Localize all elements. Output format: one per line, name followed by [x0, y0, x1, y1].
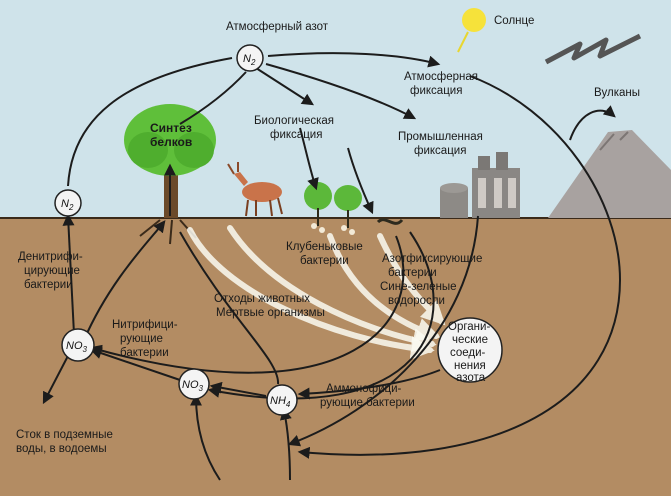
- biological-fixation-label-2: фиксация: [270, 129, 322, 141]
- svg-text:NO3: NO3: [182, 379, 204, 393]
- svg-text:NO3: NO3: [66, 340, 88, 354]
- atmospheric-fixation-label-2: фиксация: [410, 85, 462, 97]
- organic-label-2: ческие: [452, 334, 488, 346]
- protein-synthesis-label-2: белков: [150, 135, 192, 149]
- denitrifying-label-1: Денитрифи-: [18, 251, 83, 263]
- industrial-fixation-label-2: фиксация: [414, 145, 466, 157]
- node-nh4: NH4: [266, 384, 298, 416]
- atmospheric-nitrogen-label: Атмосферный азот: [226, 21, 329, 33]
- arrow-atmospheric-fixation-down: [297, 75, 622, 459]
- arrow-n2-industrial: [265, 63, 417, 120]
- arrow-industrial-down: [287, 215, 479, 447]
- arrow-n2-down-left: [67, 57, 233, 187]
- denitrifying-label-2: цирующие: [24, 265, 80, 277]
- animal-waste-label-2: Мертвые организмы: [216, 307, 325, 319]
- arrow-nodules-to-tree-root: [179, 231, 280, 385]
- organic-label-4: нения: [454, 360, 486, 372]
- sun-label: Солнце: [494, 15, 534, 27]
- arrow-bottom-loop-2: [279, 407, 292, 481]
- arrow-n2-biological-2: [179, 71, 247, 125]
- volcanoes-label: Вулканы: [594, 87, 640, 99]
- nodule-bacteria-label-2: бактерии: [300, 255, 349, 267]
- nitrogen-fixing-label-1: Азотфиксирующие: [382, 253, 482, 265]
- ammonifying-label-2: рующие бактерии: [320, 397, 415, 409]
- runoff-label-2: воды, в водоемы: [16, 443, 107, 455]
- arrow-no3-left-to-n2: [62, 213, 75, 335]
- node-no3-left: NO3: [61, 328, 95, 362]
- organic-label-5: азота: [456, 372, 486, 384]
- runoff-label-1: Сток в подземные: [16, 429, 113, 441]
- industrial-fixation-label-1: Промышленная: [398, 131, 483, 143]
- sun-icon: [457, 8, 486, 53]
- nitrogen-fixing-label-4: водоросли: [388, 295, 445, 307]
- arrow-n2-biological-1: [255, 67, 315, 106]
- algae-icon: [376, 218, 404, 225]
- arrow-biological-to-nodules: [347, 147, 374, 215]
- nodule-bacteria-label-1: Клубеньковые: [286, 241, 363, 253]
- arrow-no3-mid-to-no3-left: [89, 347, 181, 381]
- factory-icon: [440, 152, 520, 218]
- ammonifying-label-1: Аммонофици-: [326, 383, 402, 395]
- atmospheric-fixation-label-1: Атмосферная: [404, 71, 478, 83]
- node-organic-nitrogen: [437, 317, 503, 383]
- svg-text:N2: N2: [243, 53, 256, 67]
- biological-fixation-label-1: Биологическая: [254, 115, 334, 127]
- nitrogen-fixing-label-3: Сине-зеленые: [380, 281, 457, 293]
- arrow-volcano-arc: [569, 105, 616, 141]
- node-n2-top: N2: [236, 44, 264, 72]
- waste-stream-4: [377, 233, 446, 326]
- lightning-icon: [544, 33, 642, 65]
- arrow-nh4-to-no3-mid: [209, 381, 267, 397]
- waste-stream-3: [327, 233, 441, 342]
- waste-stream-1: [187, 227, 435, 361]
- sky: [0, 0, 671, 218]
- nitrifying-label-2: рующие: [120, 333, 163, 345]
- nitrifying-label-3: бактерии: [120, 347, 169, 359]
- organic-label-1: Органи-: [448, 321, 490, 333]
- arrow-nodules-curve: [89, 235, 405, 374]
- svg-text:NH4: NH4: [270, 395, 291, 409]
- animal-waste-label-1: Отходы животных: [214, 293, 310, 305]
- denitrifying-label-3: бактерии: [24, 279, 73, 291]
- arrow-n2-atmospheric: [267, 52, 441, 68]
- node-n2-left: N2: [54, 189, 82, 217]
- volcano-icon: [548, 130, 671, 218]
- nitrogen-fixing-label-2: бактерии: [388, 267, 437, 279]
- nitrifying-label-1: Нитрифици-: [112, 319, 178, 331]
- arrow-no3-left-to-runoff: [42, 351, 71, 405]
- arrow-bottom-loop-1: [190, 393, 221, 481]
- waste-stream-2: [227, 225, 437, 353]
- svg-text:N2: N2: [61, 198, 74, 212]
- arrow-biological-to-plants: [299, 127, 319, 191]
- protein-synthesis-label-1: Синтез: [150, 121, 192, 135]
- arrow-no3-to-tree: [83, 220, 166, 341]
- organic-label-3: соеди-: [450, 347, 486, 359]
- arrow-organic-to-nh4: [297, 369, 441, 400]
- deer-icon: [227, 162, 283, 217]
- node-no3-mid: NO3: [178, 368, 210, 400]
